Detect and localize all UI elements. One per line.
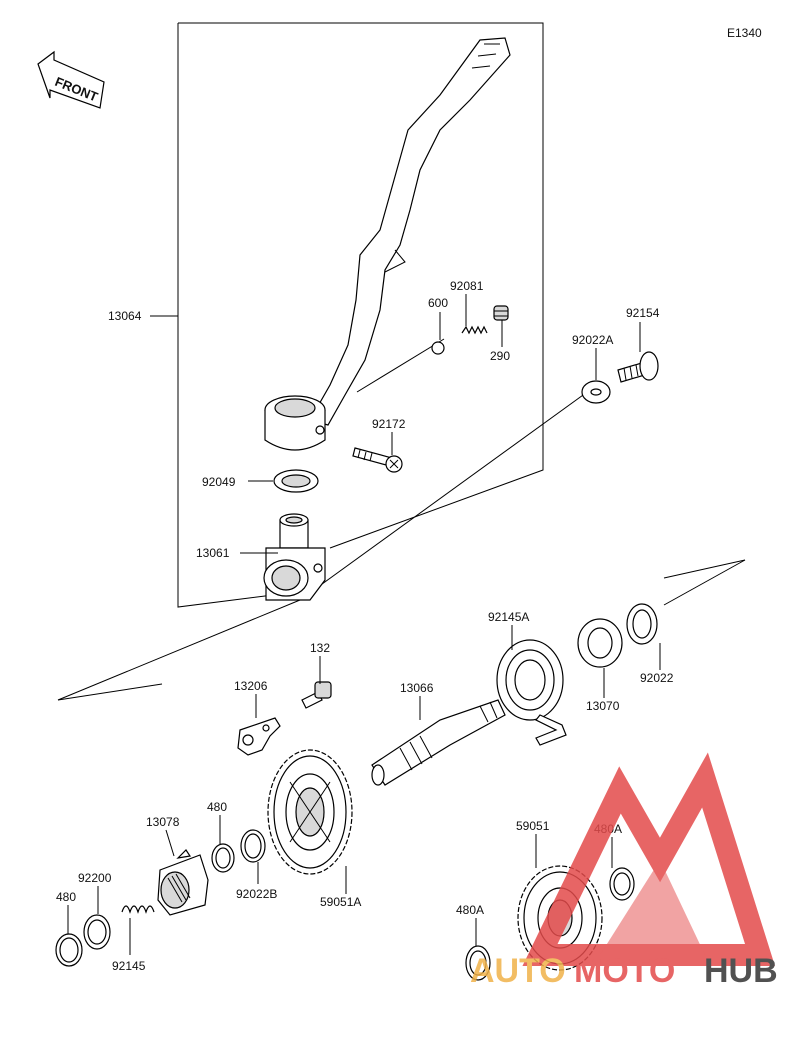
callout-59051a: 59051A [320,895,361,909]
callout-92049: 92049 [202,475,236,489]
callout-92145: 92145 [112,959,146,973]
bolt-132 [301,681,332,709]
watermark-text-hub: HUB [704,952,778,990]
callout-480a-lower: 480A [456,903,484,917]
callout-92154: 92154 [626,306,660,320]
callout-480-upper: 480 [207,800,227,814]
bolt-92172 [352,447,403,473]
holder-13061 [263,513,326,601]
callout-13206: 13206 [234,679,268,693]
callout-290: 290 [490,349,510,363]
plug-290 [493,305,509,321]
callout-13066: 13066 [400,681,434,695]
guide-13206 [237,717,281,756]
callout-480-lower: 480 [56,890,76,904]
callout-13078: 13078 [146,815,180,829]
circlip-480a-right [609,867,635,901]
front-arrow-icon: FRONT [37,50,105,109]
diagram-code: E1340 [727,26,762,40]
spring-92081 [461,325,488,335]
callout-92022: 92022 [640,671,674,685]
circlip-480-lower [55,933,83,967]
spring-92145 [121,905,155,914]
shaft-13066 [371,699,506,786]
callout-600: 600 [428,296,448,310]
callout-92081: 92081 [450,279,484,293]
bolt-92154 [617,351,659,383]
callout-92145a: 92145A [488,610,529,624]
watermark-text-auto: AUTO [470,952,566,990]
watermark-text-moto: MOTO [574,952,675,990]
callout-13061: 13061 [196,546,230,560]
callout-labels: 13064 600 92081 290 92154 92022A 92172 9… [56,279,674,973]
callout-132: 132 [310,641,330,655]
callout-13064: 13064 [108,309,142,323]
callout-92022b: 92022B [236,887,277,901]
gear-59051a [267,749,353,875]
circlip-480-upper [211,843,235,873]
callout-92200: 92200 [78,871,112,885]
watermark-logo: AUTO MOTO HUB [470,752,778,990]
oil-seal-92049 [273,469,319,493]
circlip-480a-lower [465,945,491,981]
washer-92022a [581,380,611,404]
washer-92022b [240,829,266,863]
ball-600 [431,341,445,355]
kick-pedal-arm-13064 [264,37,511,451]
collar-13070 [577,618,623,668]
torsion-spring-92145a [496,639,567,746]
callout-leader-lines [67,294,661,955]
callout-13070: 13070 [586,699,620,713]
callout-59051: 59051 [516,819,550,833]
watermark-triangle-icon [522,752,775,966]
assembly-guide-lines [57,338,746,701]
callout-92022a: 92022A [572,333,613,347]
callout-92172: 92172 [372,417,406,431]
washer-92200 [83,914,111,950]
washer-92022 [626,603,658,645]
ratchet-13078 [157,849,209,916]
